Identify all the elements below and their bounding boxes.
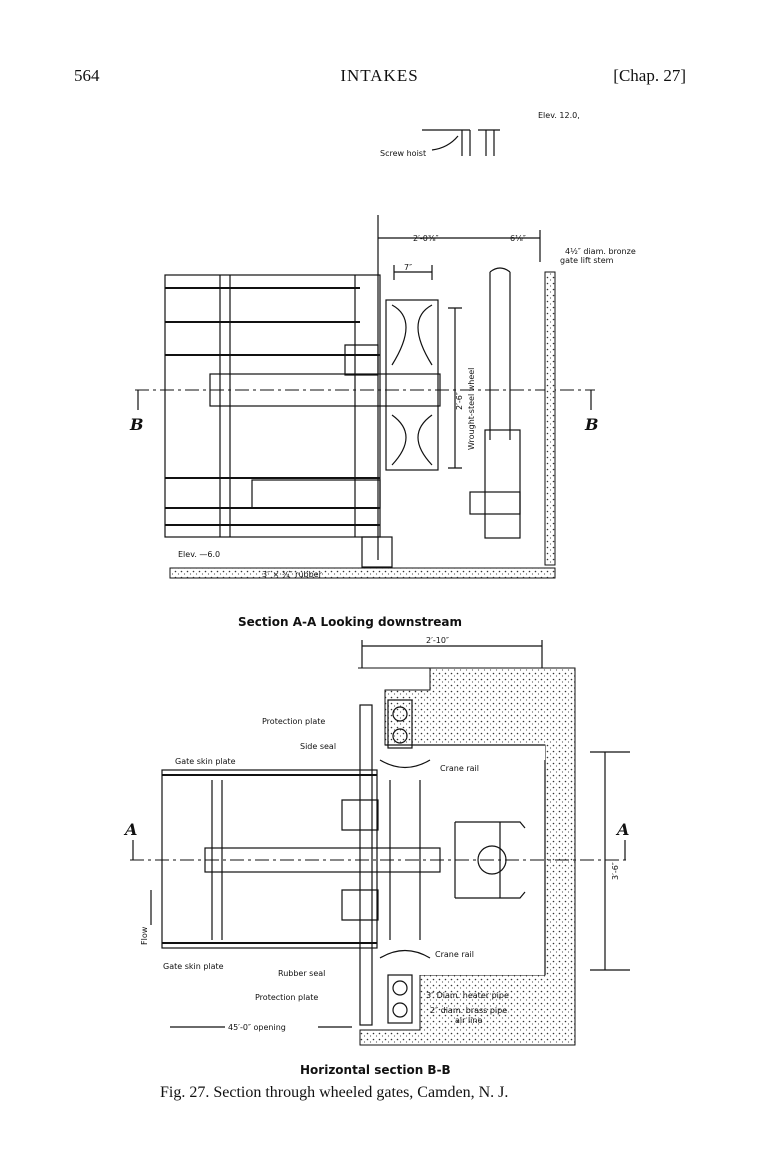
section-a-right: A <box>615 820 629 839</box>
crane-rail-top-label: Crane rail <box>440 764 479 773</box>
dim-top-bb-label: 2′-10″ <box>426 636 449 645</box>
wheel-label: Wrought-steel wheel <box>467 368 476 450</box>
section-arrows-b <box>137 390 592 410</box>
stem-clevis <box>484 429 521 539</box>
rubber-seal-label: Rubber seal <box>278 969 325 978</box>
figure-caption: Fig. 27. Section through wheeled gates, … <box>160 1084 508 1101</box>
leader-screw-hoist <box>431 135 459 151</box>
flow-label: Flow <box>140 926 149 945</box>
lift-stem <box>489 267 511 440</box>
section-b-right: B <box>584 415 599 434</box>
dim-lines-top <box>377 215 541 560</box>
bottom-beam <box>251 479 381 509</box>
heater-pipe-bottom <box>392 980 408 996</box>
brass-pipe-label: 2″ diam. brass pipe <box>430 1006 507 1015</box>
wheel-dim-line <box>448 307 462 469</box>
concrete-floor <box>169 567 556 579</box>
elev-bottom-label: Elev. —6.0 <box>178 550 220 559</box>
gate-skin-plate-bottom-label: Gate skin plate <box>163 962 224 971</box>
dim-offset-label: 6⅛″ <box>510 234 526 243</box>
pipe-box-bottom <box>387 974 413 1024</box>
dim-vertical-line <box>590 751 630 971</box>
stem-bracket <box>454 821 526 899</box>
heater-pipe-top <box>392 706 408 722</box>
gate-beams <box>165 287 380 526</box>
section-bb-caption: Horizontal section B-B <box>300 1063 451 1077</box>
elev-top-label: Elev. 12.0, <box>538 111 580 120</box>
heater-pipe-label: 3″ Diam. heater pipe <box>426 991 509 1000</box>
screw-hoist-frame <box>422 129 500 156</box>
gate-body <box>161 769 378 949</box>
pipe-box-top <box>387 699 413 749</box>
dim-top-bb <box>361 640 543 668</box>
section-aa-drawing: Elev. 12.0, Screw hoist 2′-0⅜″ 6⅛″ 4½″ d… <box>129 111 636 579</box>
stem-label-2: gate lift stem <box>560 256 614 265</box>
section-a-left: A <box>123 820 137 839</box>
wheels <box>391 304 433 466</box>
running-title: INTAKES <box>340 66 419 85</box>
section-arrows-a <box>132 840 626 860</box>
dim-wheel-gap-label: 7″ <box>404 263 412 272</box>
rubber-label: 3″ × ¾″ rubber <box>262 570 323 579</box>
dim-vertical-label: 3′-6″ <box>611 862 620 880</box>
bottom-seal <box>361 536 393 568</box>
air-pipe-bottom <box>392 1002 408 1018</box>
gate-skin-plate-top-label: Gate skin plate <box>175 757 236 766</box>
opening-label: 45′-0″ opening <box>228 1023 286 1032</box>
section-b-left: B <box>129 415 144 434</box>
skin-plates <box>162 774 377 944</box>
protection-plate-top-label: Protection plate <box>262 717 325 726</box>
section-aa-caption: Section A-A Looking downstream <box>238 615 462 629</box>
page-number: 564 <box>74 66 100 85</box>
crane-rail-bottom-label: Crane rail <box>435 950 474 959</box>
wheel-dim-label: 2′-6″ <box>455 392 464 410</box>
protection-plate <box>359 704 373 1026</box>
air-line-label: air line <box>455 1016 482 1025</box>
wheel-bb <box>379 759 431 959</box>
section-bb-drawing: 2′-10″ Protection plate Side seal Gate s… <box>123 636 630 1046</box>
screw-hoist-label: Screw hoist <box>380 149 426 158</box>
side-seal-label: Side seal <box>300 742 336 751</box>
dim-width-label: 2′-0⅜″ <box>413 234 439 243</box>
protection-plate-bottom-label: Protection plate <box>255 993 318 1002</box>
wheel-housing <box>385 299 439 471</box>
concrete-wall-right <box>544 271 556 566</box>
stem-label: 4½″ diam. bronze <box>565 247 636 256</box>
air-pipe-top <box>392 728 408 744</box>
stem-pin <box>469 491 521 515</box>
chapter-label: [Chap. 27] <box>613 66 686 85</box>
dim-wheel-gap <box>393 265 433 280</box>
